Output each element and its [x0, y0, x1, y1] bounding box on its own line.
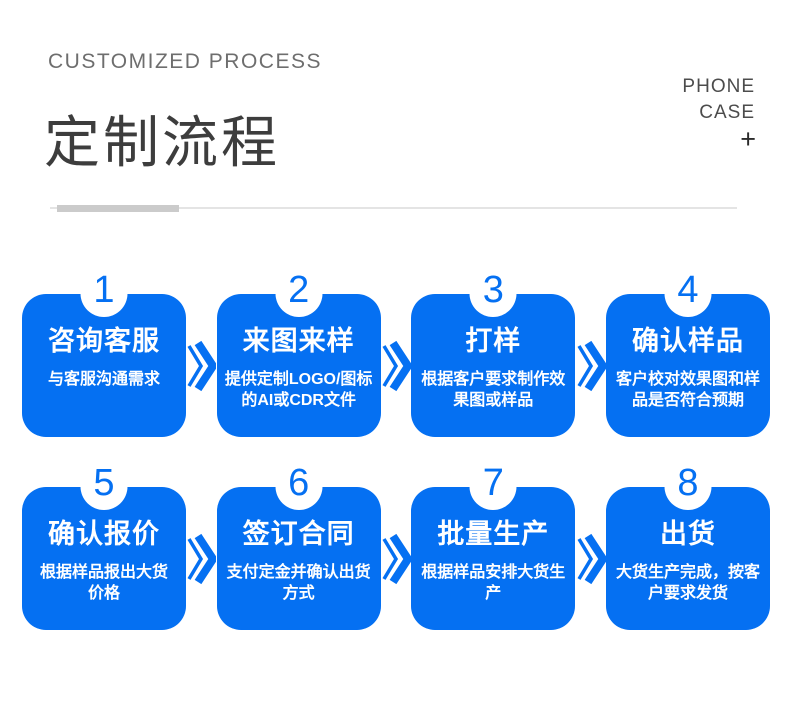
step-title: 确认样品	[631, 326, 744, 356]
divider-accent-segment	[57, 205, 179, 212]
double-chevron-right-icon	[576, 533, 606, 585]
step-number: 5	[93, 462, 115, 504]
section-kicker: CUSTOMIZED PROCESS	[48, 50, 322, 73]
step-title: 确认报价	[48, 519, 160, 549]
step-card-2: 2 来图来样 提供定制LOGO/图标 的AI或CDR文件	[216, 270, 381, 437]
step-card-6: 6 签订合同 支付定金并确认出货 方式	[216, 463, 381, 630]
step-description: 根据样品报出大货 价格	[39, 564, 168, 602]
step-card-4: 4 确认样品 客户校对效果图和样 品是否符合预期	[605, 270, 770, 437]
step-card-1: 1 咨询客服 与客服沟通需求	[22, 270, 186, 437]
step-number: 4	[677, 269, 699, 311]
step-number: 2	[288, 269, 310, 311]
step-number-badge: 2	[275, 269, 323, 317]
step-number-badge: 3	[469, 269, 517, 317]
divider-line	[50, 207, 737, 209]
step-number: 8	[677, 462, 699, 504]
corner-caption-line1: PHONE	[682, 76, 755, 97]
double-chevron-right-icon	[186, 533, 217, 585]
step-number-badge: 8	[664, 462, 712, 510]
step-number: 3	[482, 269, 504, 311]
step-number-badge: 6	[275, 462, 323, 510]
step-description: 根据客户要求制作效 果图或样品	[421, 371, 566, 409]
double-chevron-right-icon	[186, 340, 217, 392]
step-title: 打样	[465, 326, 522, 356]
process-row-2: 5 确认报价 根据样品报出大货 价格 6 签订合同 支付定金并确认出货 方式 7…	[22, 463, 770, 630]
double-chevron-right-icon	[381, 533, 411, 585]
step-card-5: 5 确认报价 根据样品报出大货 价格	[22, 463, 186, 630]
step-number-badge: 4	[664, 269, 712, 317]
step-title: 来图来样	[242, 326, 355, 356]
step-description: 提供定制LOGO/图标 的AI或CDR文件	[224, 371, 373, 409]
step-number: 7	[482, 462, 504, 504]
step-description: 客户校对效果图和样 品是否符合预期	[615, 371, 760, 409]
step-card-7: 7 批量生产 根据样品安排大货生 产	[411, 463, 576, 630]
plus-icon: +	[740, 124, 756, 154]
step-description: 与客服沟通需求	[47, 371, 160, 388]
step-number-badge: 5	[80, 462, 128, 510]
step-number: 6	[288, 462, 310, 504]
step-title: 出货	[659, 519, 716, 549]
step-card-8: 8 出货 大货生产完成，按客 户要求发货	[605, 463, 770, 630]
corner-caption: PHONE CASE	[682, 74, 755, 126]
step-number-badge: 7	[469, 462, 517, 510]
step-title: 批量生产	[437, 519, 550, 549]
process-row-1: 1 咨询客服 与客服沟通需求 2 来图来样 提供定制LOGO/图标 的AI或CD…	[22, 270, 770, 437]
step-description: 大货生产完成，按客 户要求发货	[615, 564, 760, 602]
step-title: 咨询客服	[48, 326, 160, 356]
step-description: 支付定金并确认出货 方式	[226, 564, 371, 602]
double-chevron-right-icon	[576, 340, 606, 392]
step-title: 签订合同	[242, 519, 355, 549]
corner-caption-line2: CASE	[699, 102, 755, 123]
step-number: 1	[93, 269, 115, 311]
double-chevron-right-icon	[381, 340, 411, 392]
step-number-badge: 1	[80, 269, 128, 317]
step-description: 根据样品安排大货生 产	[421, 564, 566, 602]
page-title: 定制流程	[44, 111, 280, 174]
step-card-3: 3 打样 根据客户要求制作效 果图或样品	[411, 270, 576, 437]
